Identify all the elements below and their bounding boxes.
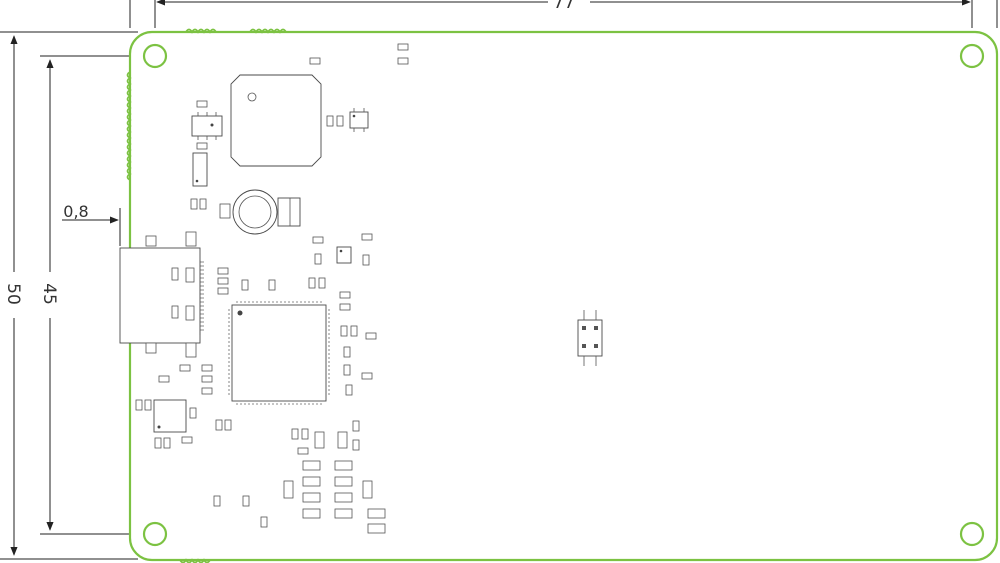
height-outer-dimension: 50 bbox=[0, 31, 138, 560]
main-mcu bbox=[228, 301, 330, 405]
height-inner-dimension: 45 bbox=[39, 55, 150, 535]
width-dimension: 77 bbox=[129, 0, 998, 28]
usb-c-connector bbox=[119, 231, 204, 358]
passive-components bbox=[135, 43, 409, 534]
buzzer-component bbox=[230, 74, 322, 167]
width-label: 77 bbox=[553, 0, 575, 13]
small-qfn bbox=[153, 399, 187, 433]
sensor-component bbox=[191, 112, 223, 140]
mounting-hole-bottom-right bbox=[959, 521, 985, 547]
edge-offset-label: 0,8 bbox=[63, 202, 88, 221]
mounting-hole-top-right bbox=[959, 43, 985, 69]
mounting-hole-top-left bbox=[142, 43, 168, 69]
height-inner-label: 45 bbox=[39, 283, 59, 305]
mounting-hole-bottom-left bbox=[142, 521, 168, 547]
soic-component bbox=[192, 152, 208, 187]
sot-component-2 bbox=[336, 246, 352, 264]
crystal-component bbox=[219, 189, 301, 235]
height-outer-label: 50 bbox=[3, 283, 23, 305]
pin-header bbox=[577, 310, 603, 366]
sot-component-1 bbox=[349, 108, 369, 132]
